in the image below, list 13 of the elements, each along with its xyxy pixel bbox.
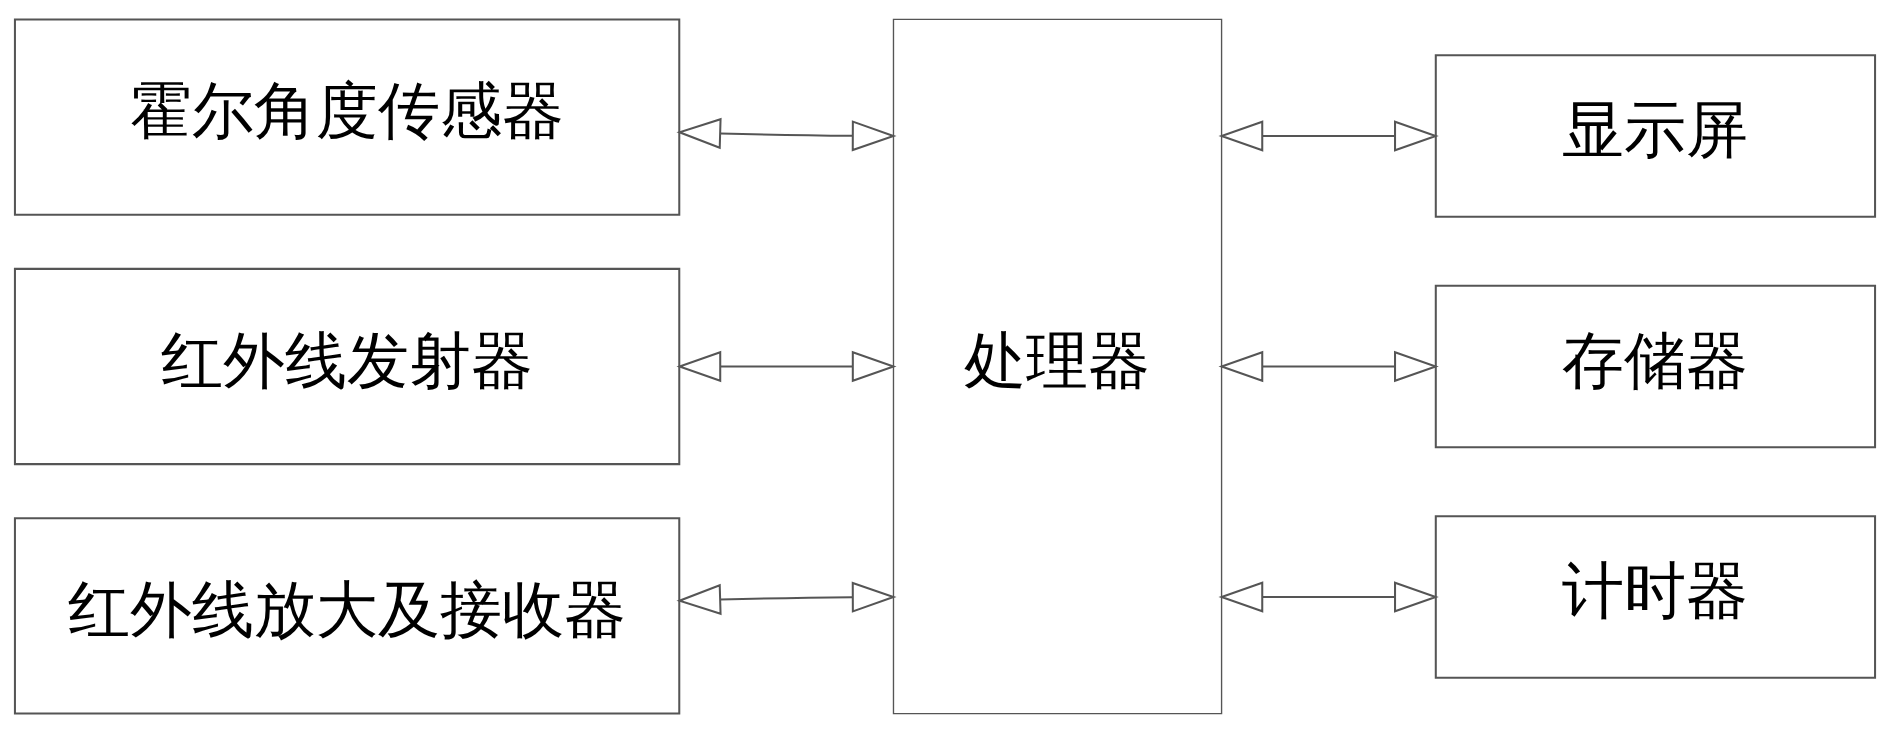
arrow (675, 117, 897, 151)
arrow (1218, 350, 1439, 382)
arrow (675, 581, 897, 615)
arrow (675, 350, 897, 382)
node-box: 红外线发射器 (13, 267, 680, 465)
node-box: 红外线放大及接收器 (13, 516, 680, 715)
arrow (1218, 119, 1439, 152)
node-box: 霍尔角度传感器 (13, 17, 680, 216)
arrow (1218, 580, 1439, 613)
node-box: 显示屏 (1434, 53, 1876, 218)
node-box: 存储器 (1434, 284, 1876, 448)
node-box: 处理器 (892, 18, 1222, 714)
node-box: 计时器 (1434, 514, 1876, 679)
